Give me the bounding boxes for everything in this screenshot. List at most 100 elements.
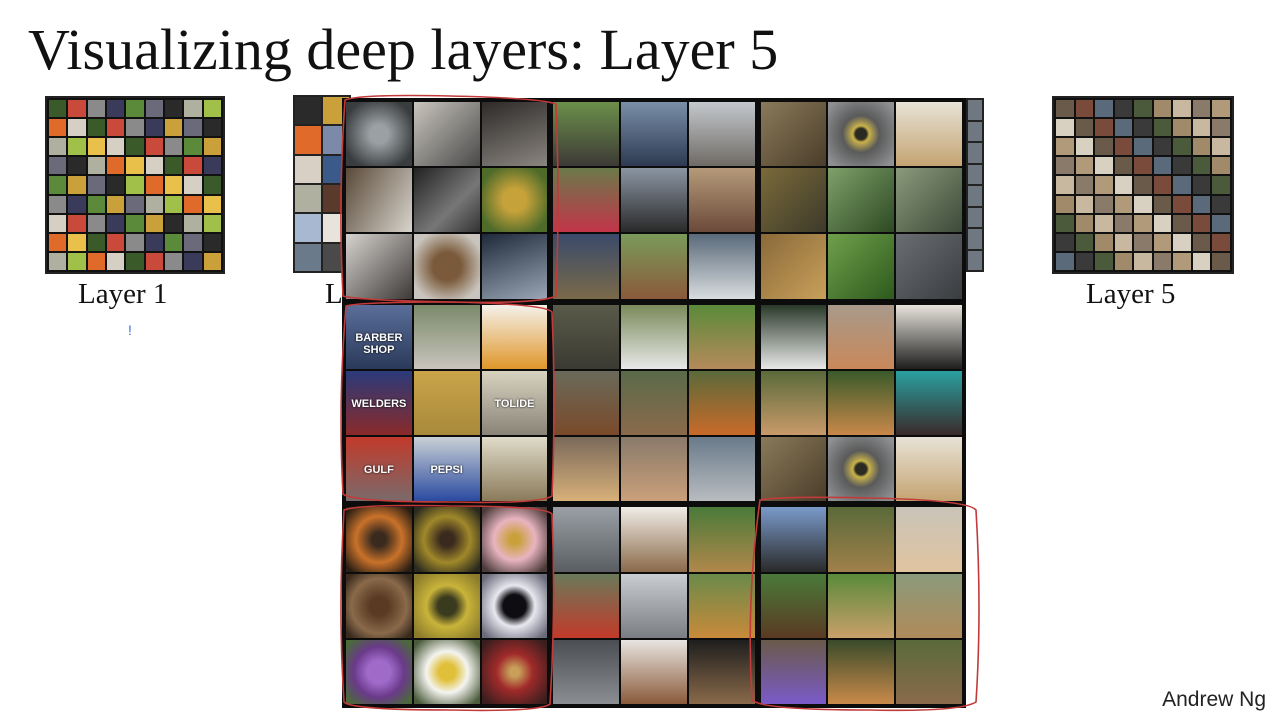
image-patch: [688, 234, 755, 299]
filter-patch: [295, 185, 321, 213]
filter-patch: [107, 195, 125, 213]
image-patch: [760, 168, 827, 233]
image-patch: [346, 639, 412, 704]
filter-patch: [68, 157, 86, 175]
filter-patch: [295, 126, 321, 154]
image-patch: [553, 507, 620, 572]
image-patch: [346, 573, 412, 638]
image-patch: [553, 573, 620, 638]
image-patch: [553, 639, 620, 704]
image-patch: [896, 102, 962, 167]
image-patch: [688, 437, 755, 502]
filter-patch: [1056, 138, 1074, 156]
filter-patch: [68, 176, 86, 194]
filter-patch: [126, 214, 144, 232]
filter-patch: [1075, 100, 1094, 118]
filter-patch: [145, 195, 163, 213]
filter-patch: [49, 119, 67, 137]
filter-patch: [1192, 233, 1211, 251]
filter-patch: [203, 100, 221, 118]
image-patch: [828, 507, 895, 572]
filter-patch: [184, 233, 202, 251]
filter-patch: [49, 252, 67, 270]
filter-patch: [1212, 233, 1230, 251]
tile-text: BARBER SHOP: [355, 331, 403, 356]
filter-patch: [1212, 119, 1230, 137]
filter-patch: [1173, 214, 1191, 232]
filter-patch: [126, 119, 144, 137]
image-patch: [553, 304, 620, 369]
filter-patch: [1056, 252, 1074, 270]
image-patch: [481, 304, 548, 369]
filter-patch: [49, 214, 67, 232]
filter-patch: [107, 100, 125, 118]
filter-patch: [87, 138, 105, 156]
filter-patch: [295, 155, 321, 183]
filter-patch: [87, 252, 105, 270]
filter-patch: [1153, 214, 1172, 232]
filter-patch: [1056, 214, 1074, 232]
image-patch: [413, 234, 480, 299]
group-dogs-outdoor: [553, 304, 755, 502]
filter-patch: [1173, 176, 1191, 194]
image-patch: [481, 639, 548, 704]
image-patch: [760, 102, 827, 167]
filter-patch: [1114, 214, 1133, 232]
filter-patch: [1192, 119, 1211, 137]
filter-patch: [1173, 138, 1191, 156]
filter-patch: [1056, 233, 1074, 251]
layer1-visualization: [45, 96, 225, 274]
image-patch: [481, 437, 548, 502]
filter-patch: [203, 138, 221, 156]
author-credit: Andrew Ng: [1162, 688, 1266, 711]
filter-patch: [87, 119, 105, 137]
filter-patch: [295, 97, 321, 125]
filter-patch: [107, 233, 125, 251]
filter-patch: [1075, 138, 1094, 156]
filter-patch: [184, 100, 202, 118]
filter-patch: [145, 252, 163, 270]
filter-patch: [1095, 100, 1113, 118]
filter-patch: [87, 195, 105, 213]
filter-patch: [184, 176, 202, 194]
filter-patch: [165, 157, 183, 175]
filter-patch: [1095, 233, 1113, 251]
filter-patch: [1095, 252, 1113, 270]
image-patch: [481, 573, 548, 638]
filter-patch: [68, 233, 86, 251]
filter-patch: [1056, 195, 1074, 213]
filter-patch: [68, 252, 86, 270]
image-patch: GULF: [346, 437, 412, 502]
filter-patch: [126, 252, 144, 270]
tile-text: WELDERS: [351, 397, 407, 410]
image-patch: [896, 370, 962, 436]
filter-patch: [1134, 233, 1152, 251]
filter-patch: [49, 233, 67, 251]
filter-patch: [165, 119, 183, 137]
filter-patch: [68, 100, 86, 118]
image-patch: [688, 168, 755, 233]
image-patch: [553, 168, 620, 233]
filter-patch: [1212, 138, 1230, 156]
filter-patch: [1134, 252, 1152, 270]
filter-patch: [203, 176, 221, 194]
group-people-scenes: [553, 102, 755, 299]
filter-patch: [87, 157, 105, 175]
filter-patch: [1173, 119, 1191, 137]
filter-patch: [203, 252, 221, 270]
filter-patch: [87, 176, 105, 194]
image-patch: [688, 507, 755, 572]
image-patch: [896, 507, 962, 572]
image-patch: [896, 304, 962, 369]
image-patch: [481, 234, 548, 299]
filter-patch: [1134, 119, 1152, 137]
filter-patch: [107, 252, 125, 270]
filter-patch: [1134, 157, 1152, 175]
filter-patch: [1134, 214, 1152, 232]
filter-patch: [1192, 157, 1211, 175]
filter-patch: [968, 250, 982, 270]
image-patch: [413, 370, 480, 436]
layer1-label: Layer 1: [78, 278, 168, 310]
filter-patch: [1153, 138, 1172, 156]
filter-patch: [1134, 138, 1152, 156]
